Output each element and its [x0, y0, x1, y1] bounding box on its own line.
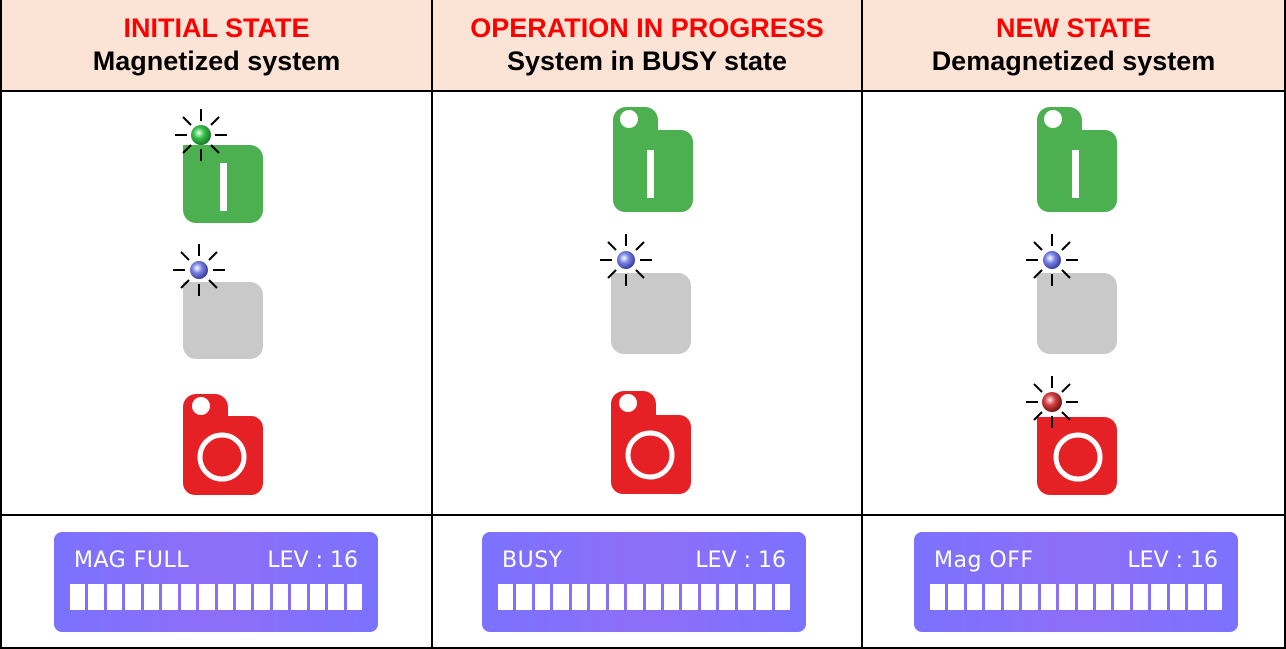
lcd-status-label: BUSY: [502, 548, 563, 573]
lcd-display: MAG FULL LEV : 16: [54, 532, 378, 632]
lcd-level-segment: [948, 584, 964, 610]
lcd-level-segment: [966, 584, 983, 610]
lcd-level-label: LEV : 16: [267, 548, 358, 573]
lcd-level-segment: [328, 584, 344, 610]
lcd-level-segment: [985, 584, 1001, 610]
led-indicator-icon: [600, 234, 652, 286]
lcd-display: Mag OFF LEV : 16: [914, 532, 1238, 632]
lcd-level-segment: [590, 584, 606, 610]
header-initial-state: INITIAL STATE Magnetized system: [2, 0, 431, 90]
lcd-level-segment: [143, 584, 160, 610]
lcd-level-segment: [162, 584, 178, 610]
demagnetize-button-icon[interactable]: [1037, 417, 1117, 495]
header-title: NEW STATE: [996, 13, 1151, 43]
lcd-level-segment: [217, 584, 233, 610]
lcd-status-label: MAG FULL: [74, 548, 189, 573]
lcd-level-label: LEV : 16: [695, 548, 786, 573]
table-border-header: [0, 90, 1286, 92]
lcd-level-segment: [774, 584, 790, 610]
lcd-display: BUSY LEV : 16: [482, 532, 806, 632]
lcd-level-label: LEV : 16: [1127, 548, 1218, 573]
table-border-left: [0, 0, 2, 649]
lcd-level-segment: [1206, 584, 1222, 610]
lcd-level-segment: [553, 584, 569, 610]
lcd-level-segment: [534, 584, 551, 610]
table-border-right: [1284, 0, 1286, 649]
lcd-level-segment: [608, 584, 625, 610]
lcd-level-segment: [516, 584, 532, 610]
header-subtitle: Magnetized system: [92, 46, 341, 76]
header-subtitle: Demagnetized system: [931, 46, 1216, 76]
demagnetize-button-icon[interactable]: [183, 394, 263, 495]
lcd-level-segment: [309, 584, 326, 610]
lcd-level-segment: [70, 584, 86, 610]
lcd-level-segment: [235, 584, 252, 610]
magnetize-button-icon[interactable]: [613, 107, 693, 212]
lcd-level-segment: [1040, 584, 1057, 610]
lcd-level-bar: [70, 584, 362, 610]
magnetize-button-icon[interactable]: [183, 145, 263, 223]
lcd-level-segment: [254, 584, 270, 610]
lcd-level-segment: [645, 584, 661, 610]
header-subtitle: System in BUSY state: [506, 46, 788, 76]
lcd-level-segment: [498, 584, 514, 610]
table-border-bottom: [0, 647, 1286, 649]
lcd-level-segment: [627, 584, 643, 610]
lcd-level-segment: [1003, 584, 1020, 610]
header-operation: OPERATION IN PROGRESS System in BUSY sta…: [433, 0, 861, 90]
magnetize-button-icon[interactable]: [1037, 107, 1117, 212]
lcd-level-segment: [571, 584, 588, 610]
led-indicator-icon: [1026, 234, 1078, 286]
lcd-level-bar: [930, 584, 1222, 610]
lcd-level-segment: [737, 584, 754, 610]
led-indicator-icon: [1026, 376, 1078, 428]
lcd-level-segment: [88, 584, 104, 610]
lcd-level-segment: [930, 584, 946, 610]
lcd-level-segment: [1022, 584, 1038, 610]
lcd-level-segment: [1095, 584, 1112, 610]
lcd-level-segment: [719, 584, 735, 610]
lcd-level-segment: [682, 584, 698, 610]
lcd-level-segment: [272, 584, 289, 610]
lcd-status-label: Mag OFF: [934, 548, 1034, 573]
header-new-state: NEW STATE Demagnetized system: [863, 0, 1284, 90]
lcd-level-segment: [1114, 584, 1130, 610]
header-title: OPERATION IN PROGRESS: [470, 13, 824, 43]
lcd-level-segment: [199, 584, 215, 610]
table-border-mid: [0, 514, 1286, 516]
lcd-level-segment: [1151, 584, 1167, 610]
lcd-level-segment: [1132, 584, 1149, 610]
lcd-level-segment: [1077, 584, 1093, 610]
lcd-level-segment: [663, 584, 680, 610]
header-title: INITIAL STATE: [123, 13, 310, 43]
lcd-level-segment: [106, 584, 123, 610]
lcd-level-segment: [756, 584, 772, 610]
neutral-button-icon[interactable]: [611, 273, 691, 354]
lcd-level-bar: [498, 584, 790, 610]
lcd-level-segment: [346, 584, 362, 610]
table-divider-2: [861, 0, 863, 649]
lcd-level-segment: [291, 584, 307, 610]
lcd-level-segment: [125, 584, 141, 610]
lcd-level-segment: [180, 584, 197, 610]
lcd-level-segment: [1188, 584, 1204, 610]
lcd-level-segment: [1059, 584, 1075, 610]
neutral-button-icon[interactable]: [1037, 273, 1117, 354]
led-indicator-icon: [173, 244, 225, 296]
led-indicator-icon: [175, 109, 227, 161]
demagnetize-button-icon[interactable]: [611, 391, 691, 494]
table-divider-1: [431, 0, 433, 649]
lcd-level-segment: [700, 584, 717, 610]
neutral-button-icon[interactable]: [183, 282, 263, 359]
lcd-level-segment: [1169, 584, 1186, 610]
